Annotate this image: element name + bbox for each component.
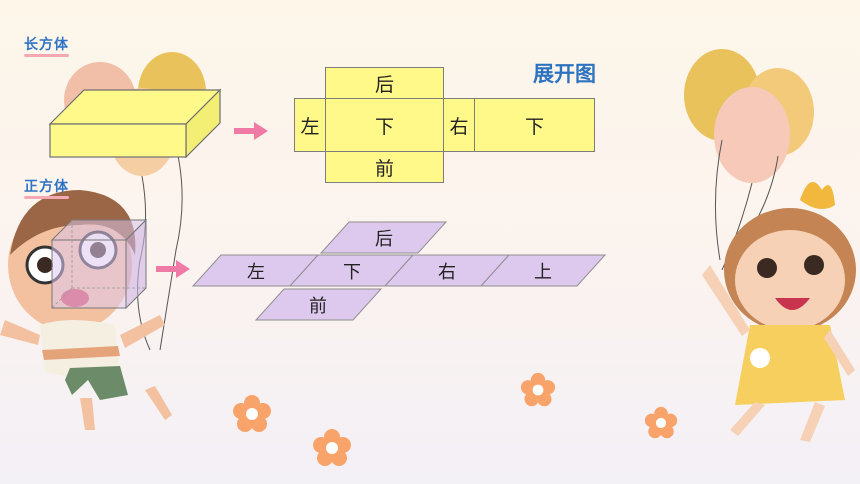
cube-net-face-bottom xyxy=(254,288,383,321)
cube-net-label-top: 后 xyxy=(375,229,393,250)
cube-net-label-far-right: 上 xyxy=(534,262,552,283)
net-heading: 展开图 xyxy=(533,62,596,86)
arrow-right-icon xyxy=(156,260,190,278)
balloon-icon xyxy=(714,87,790,183)
cube-3d-shape xyxy=(50,218,148,310)
flower-decoration-1 xyxy=(233,395,271,432)
cube-net-label-left: 左 xyxy=(247,262,265,283)
cuboid-net-face-bottom: 前 xyxy=(325,151,444,183)
cuboid-net-face-right: 右 xyxy=(443,98,475,152)
cube-title: 正方体 xyxy=(24,176,69,199)
flower-decoration-4 xyxy=(644,406,678,439)
flower-decoration-2 xyxy=(313,429,351,466)
cube-title-text: 正方体 xyxy=(24,179,69,195)
title-underline xyxy=(24,54,69,57)
cube-net-face-far-right xyxy=(479,254,607,287)
cuboid-title: 长方体 xyxy=(24,34,69,57)
cube-net-label-bottom: 前 xyxy=(309,296,327,317)
cube-net-label-right: 右 xyxy=(438,262,456,283)
cuboid-net-face-far-right: 下 xyxy=(474,98,595,152)
cube-net-face-top xyxy=(319,221,448,254)
cuboid-3d-shape xyxy=(48,88,222,159)
title-underline xyxy=(24,196,69,199)
girl-with-balloons-illustration xyxy=(684,49,856,442)
cuboid-title-text: 长方体 xyxy=(24,37,69,53)
flower-decoration-3 xyxy=(520,372,556,407)
cube-net-label-center: 下 xyxy=(343,262,361,283)
arrow-right-icon xyxy=(234,122,268,140)
